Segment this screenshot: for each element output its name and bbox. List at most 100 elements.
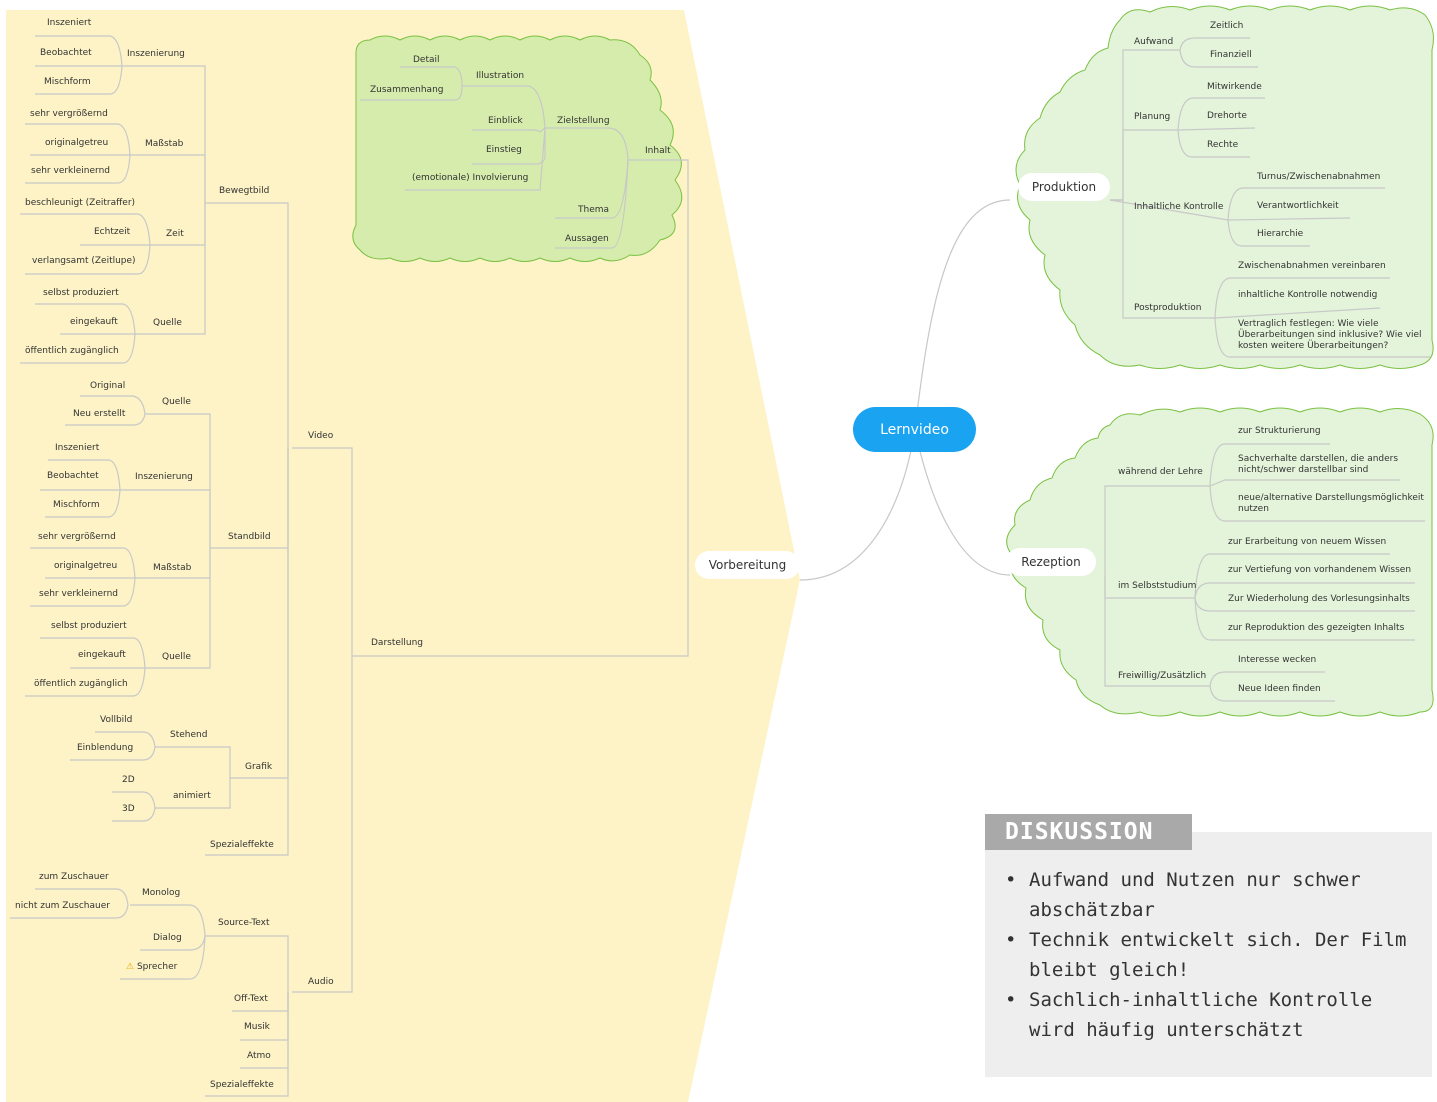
leaf-sb-originalgetreu[interactable]: originalgetreu: [54, 561, 118, 571]
leaf-beschleunigt[interactable]: beschleunigt (Zeitraffer): [25, 198, 136, 208]
leaf-sb-beobachtet[interactable]: Beobachtet: [47, 471, 99, 481]
leaf-eingekauft[interactable]: eingekauft: [70, 317, 118, 327]
leaf-verantwortlichkeit[interactable]: Verantwortlichkeit: [1257, 201, 1339, 211]
leaf-sachverhalte[interactable]: Sachverhalte darstellen, die anders nich…: [1238, 454, 1399, 475]
node-standbild-quelle[interactable]: Quelle: [162, 397, 191, 407]
node-sprecher[interactable]: ⚠ Sprecher: [126, 962, 177, 973]
leaf-inszeniert[interactable]: Inszeniert: [47, 18, 92, 28]
node-bewegtbild-inszenierung[interactable]: Inszenierung: [127, 49, 185, 59]
leaf-originalgetreu[interactable]: originalgetreu: [45, 138, 109, 148]
discussion-title: DISKUSSION: [985, 814, 1192, 850]
node-waehrend-der-lehre[interactable]: während der Lehre: [1118, 467, 1203, 477]
node-bewegtbild-zeit[interactable]: Zeit: [166, 229, 184, 239]
node-atmo[interactable]: Atmo: [247, 1051, 271, 1061]
leaf-einblendung[interactable]: Einblendung: [77, 743, 134, 753]
leaf-original[interactable]: Original: [90, 381, 126, 391]
leaf-neue-darstellung[interactable]: neue/alternative Darstellungsmöglichkeit…: [1238, 493, 1424, 514]
leaf-verlangsamt[interactable]: verlangsamt (Zeitlupe): [32, 256, 136, 266]
node-off-text[interactable]: Off-Text: [234, 994, 268, 1004]
node-monolog[interactable]: Monolog: [142, 888, 181, 898]
branch-produktion[interactable]: Produktion: [1018, 173, 1110, 201]
node-zusammenhang[interactable]: Zusammenhang: [370, 85, 444, 95]
inhalt-cloud: [352, 35, 683, 262]
discussion-list: Aufwand und Nutzen nur schwer abschätzba…: [1005, 865, 1425, 1045]
leaf-erarbeitung[interactable]: zur Erarbeitung von neuem Wissen: [1228, 537, 1387, 547]
leaf-verkleinernd[interactable]: sehr verkleinernd: [31, 166, 111, 176]
node-bewegtbild-quelle[interactable]: Quelle: [153, 318, 182, 328]
node-selbststudium[interactable]: im Selbststudium: [1118, 581, 1197, 591]
leaf-reproduktion[interactable]: zur Reproduktion des gezeigten Inhalts: [1228, 623, 1405, 633]
leaf-sb-vergroessernd[interactable]: sehr vergrößernd: [38, 532, 116, 542]
leaf-rechte[interactable]: Rechte: [1207, 140, 1239, 150]
node-audio-spezialeffekte[interactable]: Spezialeffekte: [210, 1080, 274, 1090]
node-grafik-animiert[interactable]: animiert: [173, 791, 211, 801]
root-node-lernvideo[interactable]: Lernvideo: [853, 407, 976, 452]
node-einblick[interactable]: Einblick: [488, 116, 523, 126]
node-musik[interactable]: Musik: [244, 1022, 270, 1032]
node-detail[interactable]: Detail: [413, 55, 440, 65]
node-standbild-massstab[interactable]: Maßstab: [153, 563, 192, 573]
leaf-sb-mischform[interactable]: Mischform: [53, 500, 100, 510]
leaf-wiederholung[interactable]: Zur Wiederholung des Vorlesungsinhalts: [1228, 594, 1410, 604]
node-thema[interactable]: Thema: [578, 205, 610, 215]
leaf-sb-eingekauft[interactable]: eingekauft: [78, 650, 126, 660]
leaf-echtzeit[interactable]: Echtzeit: [94, 227, 131, 237]
leaf-sb-oeffentlich[interactable]: öffentlich zugänglich: [34, 679, 128, 689]
leaf-2d[interactable]: 2D: [122, 775, 135, 785]
node-bewegtbild-massstab[interactable]: Maßstab: [145, 139, 184, 149]
node-illustration[interactable]: Illustration: [476, 71, 525, 81]
node-bewegtbild[interactable]: Bewegtbild: [219, 186, 270, 196]
node-standbild[interactable]: Standbild: [228, 532, 271, 542]
leaf-zum-zuschauer[interactable]: zum Zuschauer: [39, 872, 109, 882]
leaf-vollbild[interactable]: Vollbild: [100, 715, 133, 725]
leaf-3d[interactable]: 3D: [122, 804, 135, 814]
leaf-mitwirkende[interactable]: Mitwirkende: [1207, 82, 1262, 92]
leaf-zwischenabnahmen[interactable]: Zwischenabnahmen vereinbaren: [1238, 261, 1386, 271]
leaf-drehorte[interactable]: Drehorte: [1207, 111, 1247, 121]
leaf-selbst-produziert[interactable]: selbst produziert: [43, 288, 119, 298]
branch-vorbereitung[interactable]: Vorbereitung: [695, 551, 800, 579]
leaf-vertraglich[interactable]: Vertraglich festlegen: Wie viele Überarb…: [1238, 319, 1422, 351]
leaf-interesse[interactable]: Interesse wecken: [1238, 655, 1317, 665]
leaf-mischform[interactable]: Mischform: [44, 77, 91, 87]
leaf-beobachtet[interactable]: Beobachtet: [40, 48, 92, 58]
leaf-vergroessernd[interactable]: sehr vergrößernd: [30, 109, 108, 119]
branch-rezeption[interactable]: Rezeption: [1006, 548, 1096, 576]
node-einstieg[interactable]: Einstieg: [486, 145, 522, 155]
leaf-sb-inszeniert[interactable]: Inszeniert: [55, 443, 100, 453]
leaf-vertiefung[interactable]: zur Vertiefung von vorhandenem Wissen: [1228, 565, 1412, 575]
node-involvierung[interactable]: (emotionale) Involvierung: [412, 173, 529, 183]
leaf-finanziell[interactable]: Finanziell: [1210, 50, 1252, 60]
leaf-turnus[interactable]: Turnus/Zwischenabnahmen: [1257, 172, 1381, 182]
leaf-nicht-zum-zuschauer[interactable]: nicht zum Zuschauer: [15, 901, 110, 911]
node-zielstellung[interactable]: Zielstellung: [557, 116, 610, 126]
node-video-spezialeffekte[interactable]: Spezialeffekte: [210, 840, 274, 850]
rezeption-cloud: [1006, 407, 1434, 717]
node-standbild-inszenierung[interactable]: Inszenierung: [135, 472, 193, 482]
node-standbild-quelle2[interactable]: Quelle: [162, 652, 191, 662]
leaf-hierarchie[interactable]: Hierarchie: [1257, 229, 1304, 239]
node-grafik[interactable]: Grafik: [245, 762, 273, 772]
leaf-kontrolle-notwendig[interactable]: inhaltliche Kontrolle notwendig: [1238, 290, 1378, 300]
leaf-sb-verkleinernd[interactable]: sehr verkleinernd: [39, 589, 119, 599]
node-audio[interactable]: Audio: [308, 977, 334, 987]
leaf-sb-selbst[interactable]: selbst produziert: [51, 621, 127, 631]
node-dialog[interactable]: Dialog: [153, 933, 182, 943]
node-darstellung[interactable]: Darstellung: [371, 638, 424, 648]
leaf-neu-erstellt[interactable]: Neu erstellt: [73, 409, 126, 419]
node-inhaltliche-kontrolle[interactable]: Inhaltliche Kontrolle: [1134, 202, 1224, 212]
node-video[interactable]: Video: [308, 431, 334, 441]
node-aussagen[interactable]: Aussagen: [565, 234, 609, 244]
leaf-ideen[interactable]: Neue Ideen finden: [1238, 684, 1321, 694]
node-grafik-stehend[interactable]: Stehend: [170, 730, 208, 740]
node-postproduktion[interactable]: Postproduktion: [1134, 303, 1202, 313]
node-planung[interactable]: Planung: [1134, 112, 1171, 122]
sprecher-label: Sprecher: [136, 962, 178, 972]
node-freiwillig[interactable]: Freiwillig/Zusätzlich: [1118, 671, 1207, 681]
leaf-zeitlich[interactable]: Zeitlich: [1210, 21, 1244, 31]
node-aufwand[interactable]: Aufwand: [1134, 37, 1174, 47]
node-inhalt[interactable]: Inhalt: [645, 146, 671, 156]
leaf-oeffentlich[interactable]: öffentlich zugänglich: [25, 346, 119, 356]
node-source-text[interactable]: Source-Text: [218, 918, 270, 928]
leaf-strukturierung[interactable]: zur Strukturierung: [1238, 426, 1321, 436]
